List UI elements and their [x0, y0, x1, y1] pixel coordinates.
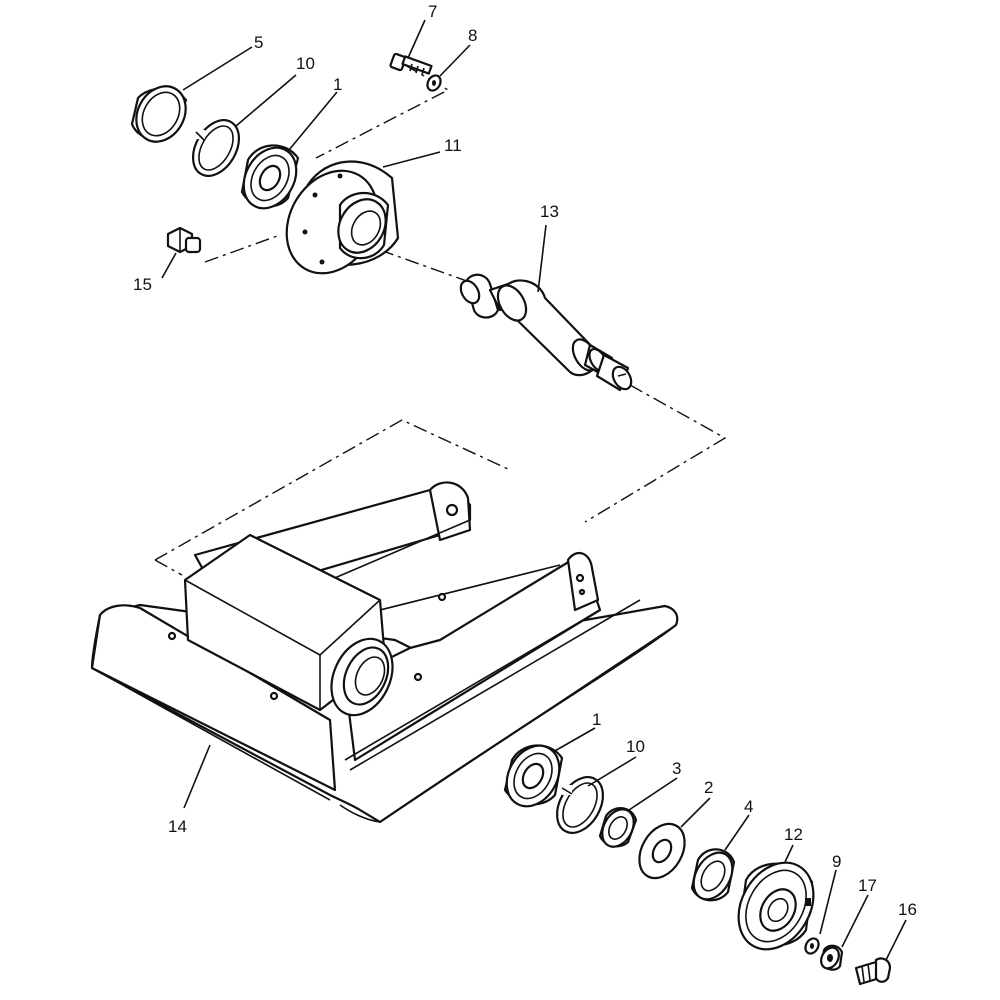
part-11-flange-housing	[285, 160, 400, 275]
part-1-bearing-top	[240, 144, 300, 210]
callout-1-top: 1	[333, 75, 342, 94]
part-16-screw	[854, 957, 892, 986]
leader-lines	[161, 19, 907, 961]
callout-8: 8	[468, 26, 477, 45]
callout-1-bottom: 1	[592, 710, 601, 729]
callout-17: 17	[858, 876, 877, 895]
part-1-bearing-bottom	[503, 744, 564, 808]
assembly-phantom-lines	[154, 64, 727, 576]
part-5-sleeve	[130, 85, 188, 143]
part-7-bolt	[389, 52, 433, 76]
part-13-shaft	[459, 273, 633, 392]
callout-15: 15	[133, 275, 152, 294]
callout-16: 16	[898, 900, 917, 919]
part-9-lock-washer	[804, 937, 820, 955]
callout-3: 3	[672, 759, 681, 778]
callout-10-bottom: 10	[626, 737, 645, 756]
part-15-plug	[166, 226, 202, 254]
part-3-spacer	[598, 807, 638, 848]
part-2-washer	[638, 822, 686, 880]
part-8-washer	[426, 74, 442, 92]
callout-9: 9	[832, 852, 841, 871]
callout-2: 2	[704, 778, 713, 797]
callout-10-top: 10	[296, 54, 315, 73]
part-10-retaining-ring-bottom	[555, 776, 605, 834]
callout-13: 13	[540, 202, 559, 221]
callout-labels: 5 10 1 7 8 11 13 15 14 1 10 3 2 4 12 9 1…	[133, 2, 917, 919]
callout-14: 14	[168, 817, 187, 836]
callout-11: 11	[444, 136, 462, 155]
callout-4: 4	[744, 797, 753, 816]
callout-7: 7	[428, 2, 437, 21]
part-4-spacer	[690, 848, 736, 902]
part-12-pulley	[737, 861, 815, 951]
part-17-bushing	[820, 944, 844, 971]
callout-12: 12	[784, 825, 803, 844]
part-14-base-plate	[90, 481, 679, 824]
callout-5: 5	[254, 33, 263, 52]
part-10-retaining-ring-top	[191, 119, 241, 177]
